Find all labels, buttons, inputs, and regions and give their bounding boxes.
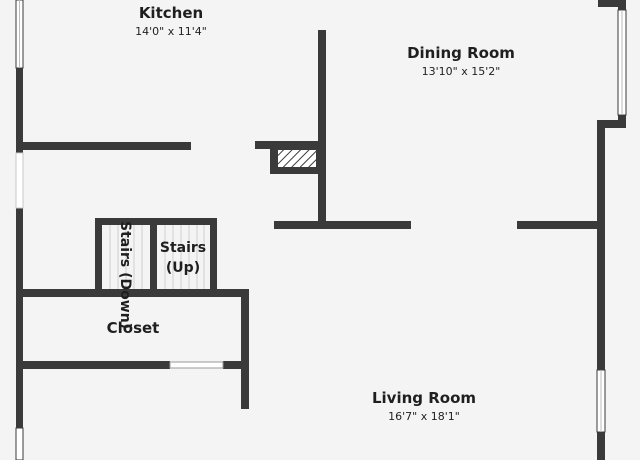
kitchen-name: Kitchen bbox=[138, 4, 204, 22]
dining-south-wall-right bbox=[517, 221, 600, 229]
partition-stub bbox=[255, 141, 318, 149]
stairs-down-line1: Stairs bbox=[117, 221, 133, 268]
closet-south-wall-left bbox=[23, 361, 170, 369]
stairs-up bbox=[164, 218, 217, 294]
closet-door-opening bbox=[169, 361, 224, 369]
kitchen-dimensions: 14'0" x 11'4" bbox=[135, 25, 207, 38]
dining-room-name: Dining Room bbox=[407, 44, 515, 62]
closet-south-wall-right bbox=[223, 361, 249, 369]
living-room-dimensions: 16'7" x 18'1" bbox=[388, 410, 460, 423]
kitchen-south-wall bbox=[23, 142, 191, 150]
stairs-up-label: Stairs (Up) bbox=[157, 238, 209, 278]
closet-east-wall bbox=[241, 289, 249, 409]
dining-room-dimensions: 13'10" x 15'2" bbox=[421, 65, 501, 78]
dining-south-wall-left bbox=[274, 221, 411, 229]
dining-west-wall bbox=[318, 30, 326, 228]
stairs-up-line2: (Up) bbox=[165, 260, 201, 276]
dining-room-label: Dining Room 13'10" x 15'2" bbox=[386, 44, 536, 78]
kitchen-label: Kitchen 14'0" x 11'4" bbox=[96, 4, 246, 38]
left-windows bbox=[15, 0, 24, 460]
right-windows bbox=[596, 9, 627, 433]
living-room-label: Living Room 16'7" x 18'1" bbox=[349, 389, 499, 423]
stairs-down-label: Stairs (Down) bbox=[115, 221, 135, 329]
closet-north-wall bbox=[23, 289, 249, 297]
living-room-name: Living Room bbox=[371, 389, 477, 407]
closet-label: Closet bbox=[83, 319, 183, 337]
closet-name: Closet bbox=[106, 319, 160, 337]
stairs-up-line1: Stairs bbox=[159, 240, 207, 256]
left-exterior-wall bbox=[16, 0, 23, 460]
stairs-down bbox=[95, 218, 217, 294]
chimney-block bbox=[270, 146, 322, 174]
stairs-down-line2: (Down) bbox=[117, 272, 133, 330]
